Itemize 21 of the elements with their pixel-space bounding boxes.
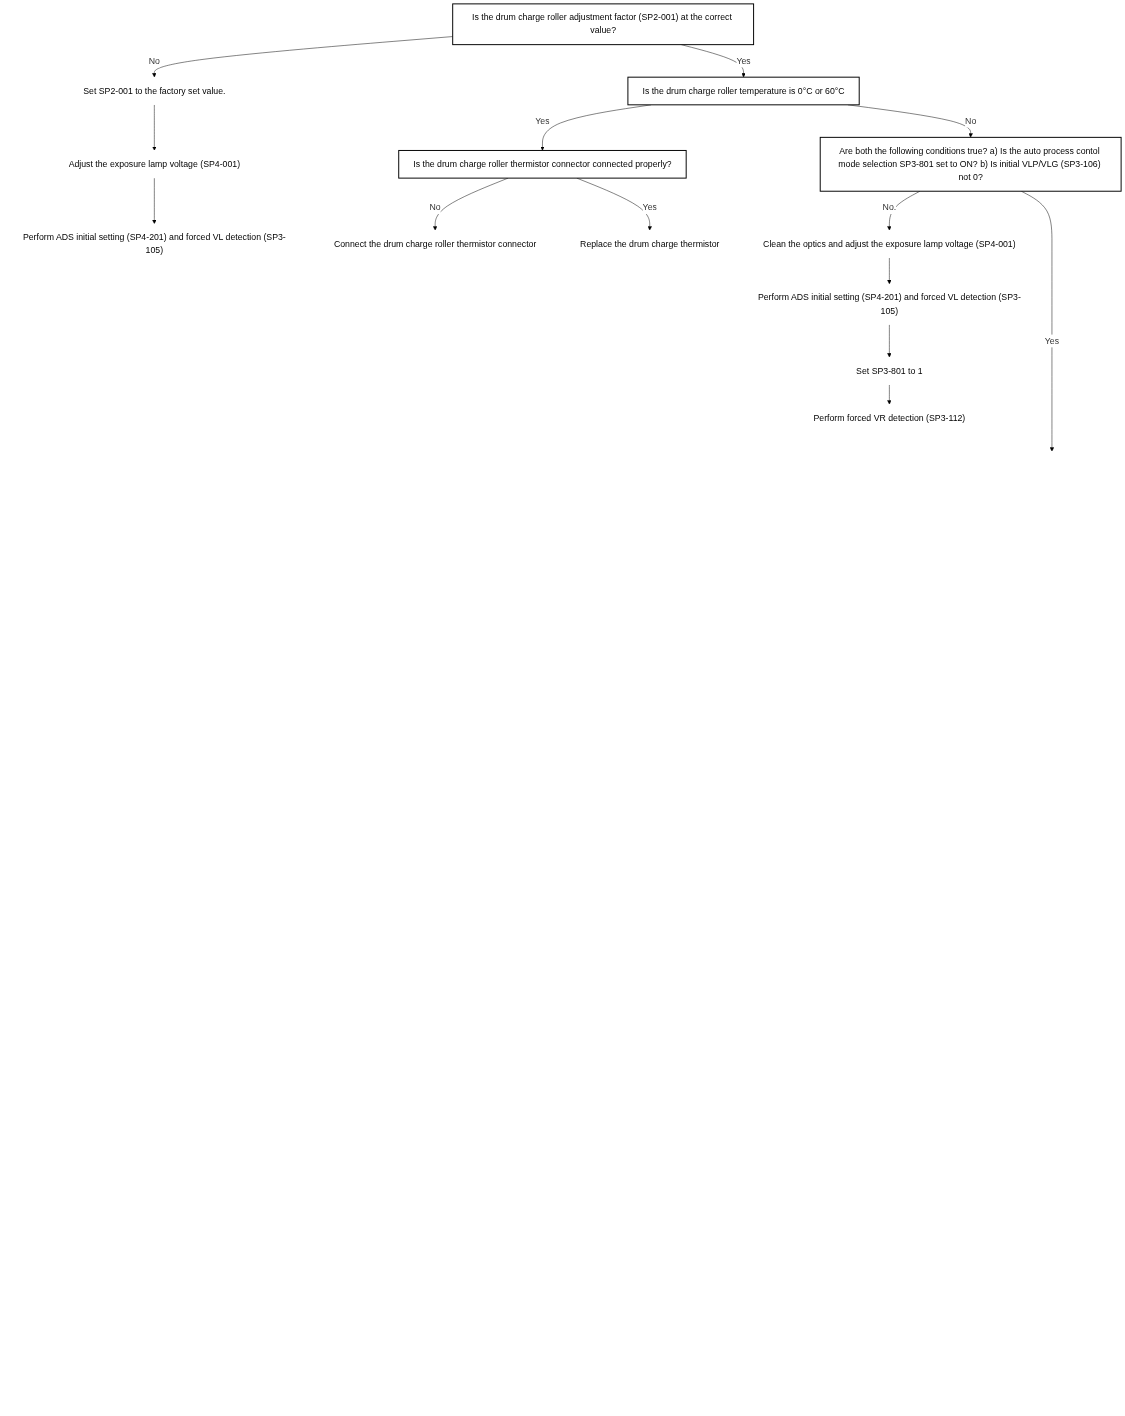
node-text: Clean the optics and adjust the exposure lamp voltage (SP4-001) <box>763 239 1016 249</box>
edge-label: No. <box>882 202 897 213</box>
node-box: Is the drum charge roller temperature is 0°C or 60°C <box>627 76 860 106</box>
node-box: Is the drum charge roller adjustment factor (SP2-001) at the correct value? <box>452 3 755 46</box>
node-text: Perform ADS initial setting (SP4-201) and forced VL detection (SP3-105) <box>757 292 1021 316</box>
node-text: Perform forced VR detection (SP3-112) <box>813 413 966 423</box>
edge-label: Yes <box>535 115 550 126</box>
node-text: Set SP3-801 to 1 <box>856 365 923 376</box>
edge-label: Yes <box>642 202 657 213</box>
node-box: Is the drum charge roller thermistor connector connected properly? <box>398 149 687 179</box>
node-box: Are both the following conditions true? a) Is the auto process contol mode selection SP3-801 set to ON? b) Is initial VLP/VLG (SP3-106) not 0? <box>819 136 1122 192</box>
node-text: Adjust the exposure lamp voltage (SP4-001) <box>68 159 241 169</box>
edge-label: Yes <box>736 55 751 66</box>
edge-label: No <box>429 202 441 213</box>
edge-label: No <box>148 55 160 66</box>
node-text: Connect the drum charge roller thermistor connector <box>333 239 537 249</box>
edge-label: No <box>965 115 977 126</box>
edge-label: Yes <box>1044 335 1060 346</box>
node-text: Set SP2-001 to the factory set value. <box>83 85 226 96</box>
node-text: Perform ADS initial setting (SP4-201) and forced VL detection (SP3-105) <box>22 232 286 256</box>
node-text: Replace the drum charge thermistor <box>580 239 720 249</box>
